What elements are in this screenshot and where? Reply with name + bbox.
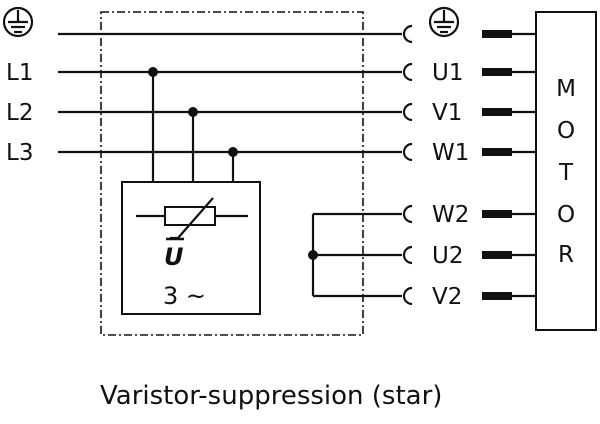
suppressor-enclosure	[100, 11, 364, 336]
terminal-earth-icon	[428, 6, 460, 38]
motor-box	[535, 11, 597, 331]
phase-label: 3 ~	[163, 282, 206, 310]
input-label-l2: L2	[6, 100, 33, 126]
motor-stubs	[512, 32, 536, 298]
star-point-wiring	[308, 212, 402, 298]
motor-letter-2: O	[557, 118, 575, 144]
terminal-label-w2: W2	[432, 202, 469, 228]
varistor-icon	[136, 197, 248, 240]
terminal-label-w1: W1	[432, 140, 469, 166]
diagram-caption: Varistor-suppression (star)	[100, 381, 442, 411]
motor-letter-3: T	[558, 160, 574, 186]
varistor-module	[121, 181, 261, 315]
motor-letter-5: R	[558, 242, 574, 268]
terminal-label-v2: V2	[432, 284, 462, 310]
terminal-label-v1: V1	[432, 100, 462, 126]
input-earth-icon	[2, 6, 34, 38]
motor-letter-4: O	[557, 202, 575, 228]
terminal-label-u1: U1	[432, 60, 463, 86]
terminal-sockets	[402, 24, 413, 306]
plug-bars	[482, 30, 512, 300]
motor-letter-1: M	[556, 76, 576, 102]
input-label-l3: L3	[6, 140, 33, 166]
input-label-l1: L1	[6, 60, 33, 86]
voltage-symbol: U	[164, 243, 184, 271]
terminal-label-u2: U2	[432, 243, 463, 269]
